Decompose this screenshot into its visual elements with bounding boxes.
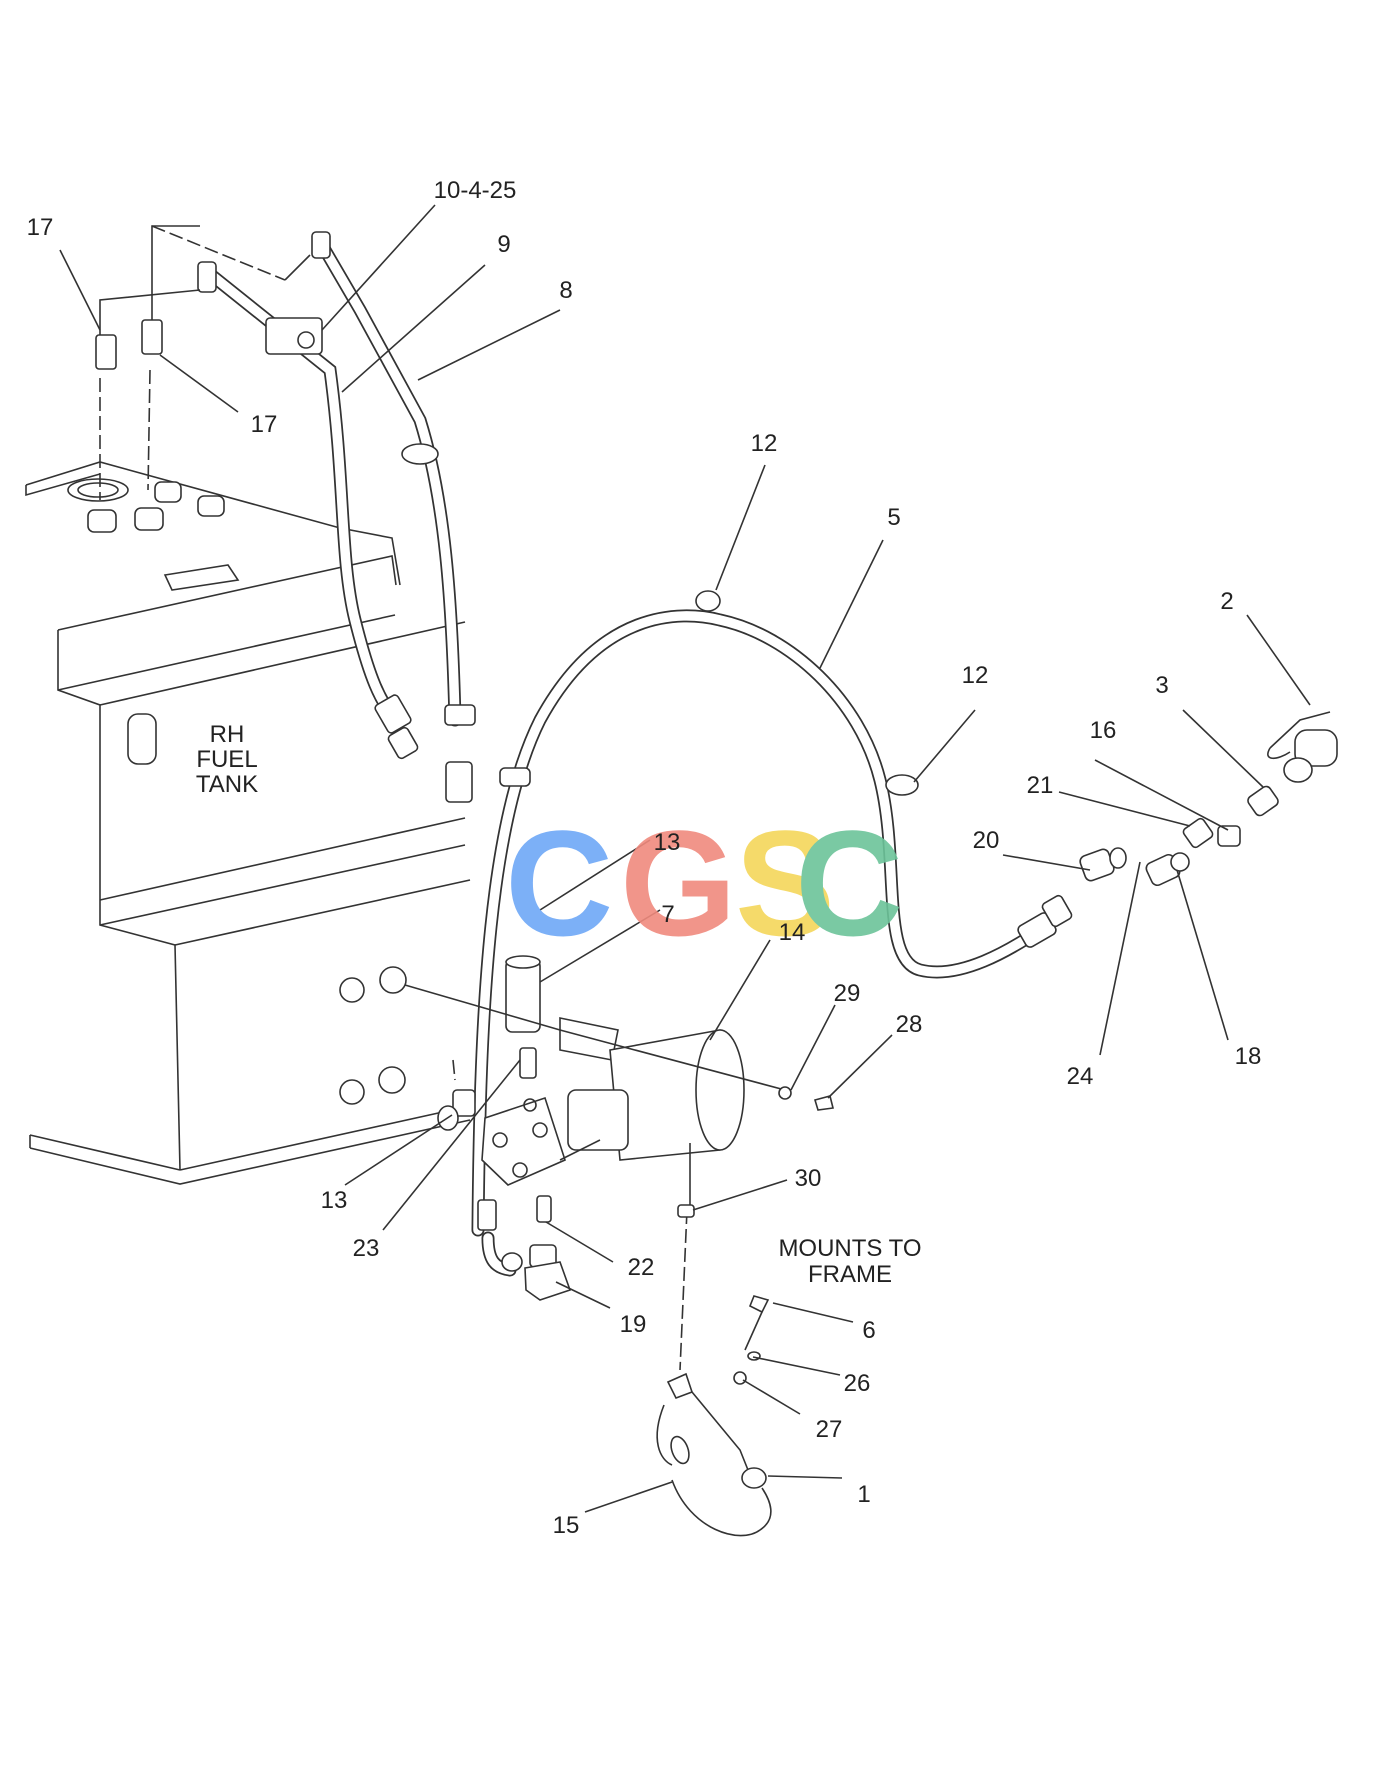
callout-26: 26	[844, 1370, 871, 1397]
fitting-17-leaders	[95, 225, 311, 500]
watermark-letter-s: S	[735, 799, 835, 967]
callout-17-left: 17	[27, 214, 54, 241]
callout-12-top: 12	[751, 430, 778, 457]
callout-10-4-25: 10-4-25	[434, 177, 517, 204]
callout-13-top: 13	[654, 829, 681, 856]
callout-13-bottom: 13	[321, 1187, 348, 1214]
tank-label: RH FUEL TANK	[196, 721, 258, 798]
callout-1: 1	[857, 1481, 870, 1508]
pump-assembly	[437, 955, 745, 1301]
callout-6: 6	[862, 1317, 875, 1344]
callout-14: 14	[779, 919, 806, 946]
callout-21: 21	[1027, 772, 1054, 799]
callout-15: 15	[553, 1512, 580, 1539]
tank-label-line-2: FUEL	[196, 746, 257, 773]
ground-strap	[656, 1143, 772, 1537]
callout-27: 27	[816, 1416, 843, 1443]
callout-9: 9	[497, 231, 510, 258]
callout-7: 7	[661, 901, 674, 928]
callout-20: 20	[973, 827, 1000, 854]
watermark: C G S C	[505, 799, 903, 967]
watermark-letter-c-2: C	[795, 799, 903, 967]
callout-3: 3	[1155, 672, 1168, 699]
mount-note-line-1: MOUNTS TO	[778, 1235, 921, 1262]
callout-8: 8	[559, 277, 572, 304]
watermark-letter-c: C	[505, 799, 613, 967]
watermark-letter-g: G	[620, 799, 737, 967]
callout-19: 19	[620, 1311, 647, 1338]
mount-grommets	[339, 966, 834, 1111]
tank-label-line-1: RH	[210, 721, 245, 748]
callout-labels: 17 10-4-25 9 8 17 12 5 2 12 3 16 21 20 1…	[27, 177, 1262, 1539]
callout-5: 5	[887, 504, 900, 531]
right-fittings	[1079, 711, 1338, 887]
callout-12-right: 12	[962, 662, 989, 689]
hoses-8-9	[197, 231, 476, 803]
callout-18: 18	[1235, 1043, 1262, 1070]
callout-17-right: 17	[251, 411, 278, 438]
callout-30: 30	[795, 1165, 822, 1192]
callout-24: 24	[1067, 1063, 1094, 1090]
callout-28: 28	[896, 1011, 923, 1038]
leader-lines	[59, 204, 1311, 1513]
callout-23: 23	[353, 1235, 380, 1262]
callout-22: 22	[628, 1254, 655, 1281]
mount-note-line-2: FRAME	[808, 1261, 892, 1288]
callout-2: 2	[1220, 588, 1233, 615]
tank-label-line-3: TANK	[196, 771, 258, 798]
callout-16: 16	[1090, 717, 1117, 744]
callout-29: 29	[834, 980, 861, 1007]
mount-note: MOUNTS TO FRAME	[778, 1235, 921, 1288]
hose-5	[471, 590, 1073, 1237]
fuel-tank	[25, 461, 471, 1185]
